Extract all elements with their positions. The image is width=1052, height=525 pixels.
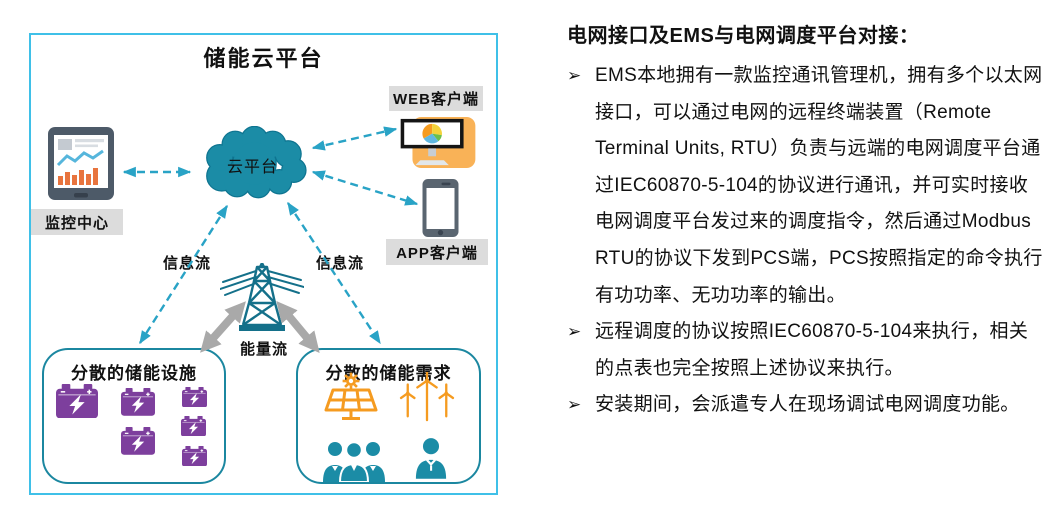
app-client-label: APP客户端: [386, 239, 488, 265]
transmission-tower-icon: [220, 263, 304, 331]
battery-icon: [182, 387, 207, 407]
diagram-title: 储能云平台: [203, 46, 324, 71]
battery-icon: [56, 384, 98, 418]
battery-icon: [182, 446, 207, 466]
info-flow-label-left: 信息流: [163, 255, 212, 272]
battery-icon: [181, 416, 206, 436]
energy-flow-label: 能量流: [240, 341, 289, 358]
solar-panel-icon: [324, 372, 378, 420]
bullet-arrow-icon: ➢: [567, 322, 582, 342]
monitoring-tablet-icon: [48, 127, 114, 200]
cloud-platform-node: 云平台: [196, 126, 309, 201]
desktop-monitor-icon: [400, 116, 476, 169]
monitoring-center-label: 监控中心: [31, 209, 123, 235]
text-panel: 电网接口及EMS与电网调度平台对接： ➢ EMS本地拥有一款监控通讯管理机，拥有…: [567, 16, 1047, 424]
smartphone-icon: [422, 179, 459, 237]
panel-heading: 电网接口及EMS与电网调度平台对接：: [567, 25, 920, 47]
battery-icon: [121, 427, 155, 455]
bullet-text: 远程调度的协议按照IEC60870-5-104来执行，相关的点表也完全按照上述协…: [595, 321, 1029, 379]
people-group-icon: [323, 441, 385, 482]
bullet-item: ➢ 远程调度的协议按照IEC60870-5-104来执行，相关的点表也完全按照上…: [567, 314, 1047, 387]
bullet-arrow-icon: ➢: [567, 66, 582, 85]
web-client-label: WEB客户端: [389, 86, 483, 111]
bullet-text: EMS本地拥有一款监控通讯管理机，拥有多个以太网接口，可以通过电网的远程终端装置…: [595, 65, 1043, 306]
bullet-item: ➢ EMS本地拥有一款监控通讯管理机，拥有多个以太网接口，可以通过电网的远程终端…: [567, 58, 1047, 314]
storage-facilities-box: 分散的储能设施: [42, 348, 226, 484]
info-flow-label-right: 信息流: [316, 255, 365, 272]
bullet-item: ➢ 安装期间，会派遣专人在现场调试电网调度功能。: [567, 387, 1047, 424]
bullet-arrow-icon: ➢: [567, 395, 582, 415]
cloud-icon: [206, 126, 307, 199]
battery-icon: [121, 388, 155, 416]
person-icon: [415, 438, 447, 479]
storage-demand-box: 分散的储能需求: [296, 348, 481, 484]
wind-turbine-icon: [399, 372, 455, 422]
storage-demand-title: 分散的储能需求: [325, 364, 452, 383]
bullet-text: 安装期间，会派遣专人在现场调试电网调度功能。: [595, 394, 1020, 416]
bullet-list: ➢ EMS本地拥有一款监控通讯管理机，拥有多个以太网接口，可以通过电网的远程终端…: [567, 58, 1047, 424]
storage-facilities-title: 分散的储能设施: [71, 364, 197, 383]
cloud-label: 云平台: [226, 158, 278, 176]
